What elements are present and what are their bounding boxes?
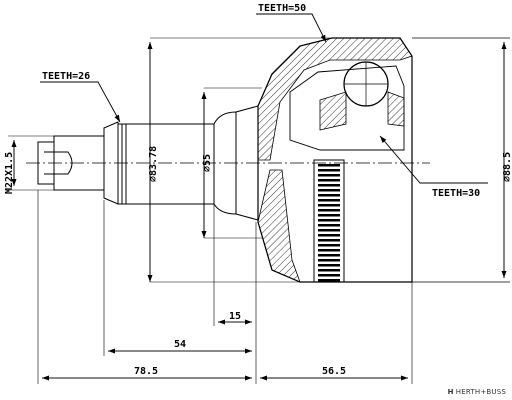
abs-tooth <box>318 219 340 222</box>
abs-ring <box>313 159 345 283</box>
neck-diameter-label: ⌀55 <box>202 154 213 172</box>
teeth-right-label: TEETH=30 <box>432 188 480 199</box>
thread-label: M22X1.5 <box>4 152 15 194</box>
abs-tooth <box>318 264 340 267</box>
abs-tooth <box>318 249 340 252</box>
abs-tooth <box>318 209 340 212</box>
teeth-top-label: TEETH=50 <box>258 3 306 14</box>
abs-tooth <box>318 259 340 262</box>
abs-tooth <box>318 199 340 202</box>
abs-tooth <box>318 189 340 192</box>
abs-tooth <box>318 244 340 247</box>
leaders <box>40 13 488 184</box>
abs-tooth <box>318 274 340 277</box>
bell-housing <box>257 37 413 283</box>
abs-tooth <box>318 174 340 177</box>
abs-tooth <box>318 184 340 187</box>
brand-mark-icon: H <box>447 388 454 396</box>
length-78-5-label: 78.5 <box>134 366 158 377</box>
dim-shaft-diameter <box>147 37 330 283</box>
abs-tooth <box>318 194 340 197</box>
abs-tooth <box>318 164 340 167</box>
dim-thread <box>8 135 54 191</box>
shaft-diameter-label: ⌀83.78 <box>148 146 159 182</box>
abs-tooth <box>318 224 340 227</box>
abs-tooth <box>318 214 340 217</box>
abs-tooth <box>318 269 340 272</box>
abs-tooth <box>318 279 340 282</box>
abs-tooth <box>318 254 340 257</box>
brand-name: HERTH+BUSS <box>455 388 506 396</box>
length-15-label: 15 <box>229 311 241 322</box>
abs-tooth <box>318 239 340 242</box>
outer-diameter-label: ⌀88.5 <box>502 152 512 182</box>
dim-neck-diameter <box>201 87 262 239</box>
abs-tooth <box>318 234 340 237</box>
abs-tooth <box>318 169 340 172</box>
splined-shaft <box>117 111 237 215</box>
dim-outer-diameter <box>412 37 510 283</box>
abs-tooth <box>318 229 340 232</box>
dim-lengths <box>37 190 413 384</box>
length-56-5-label: 56.5 <box>322 366 346 377</box>
teeth-left-label: TEETH=26 <box>42 71 90 82</box>
ball-cage <box>319 61 405 131</box>
length-54-label: 54 <box>174 339 186 350</box>
abs-tooth <box>318 179 340 182</box>
abs-tooth <box>318 204 340 207</box>
